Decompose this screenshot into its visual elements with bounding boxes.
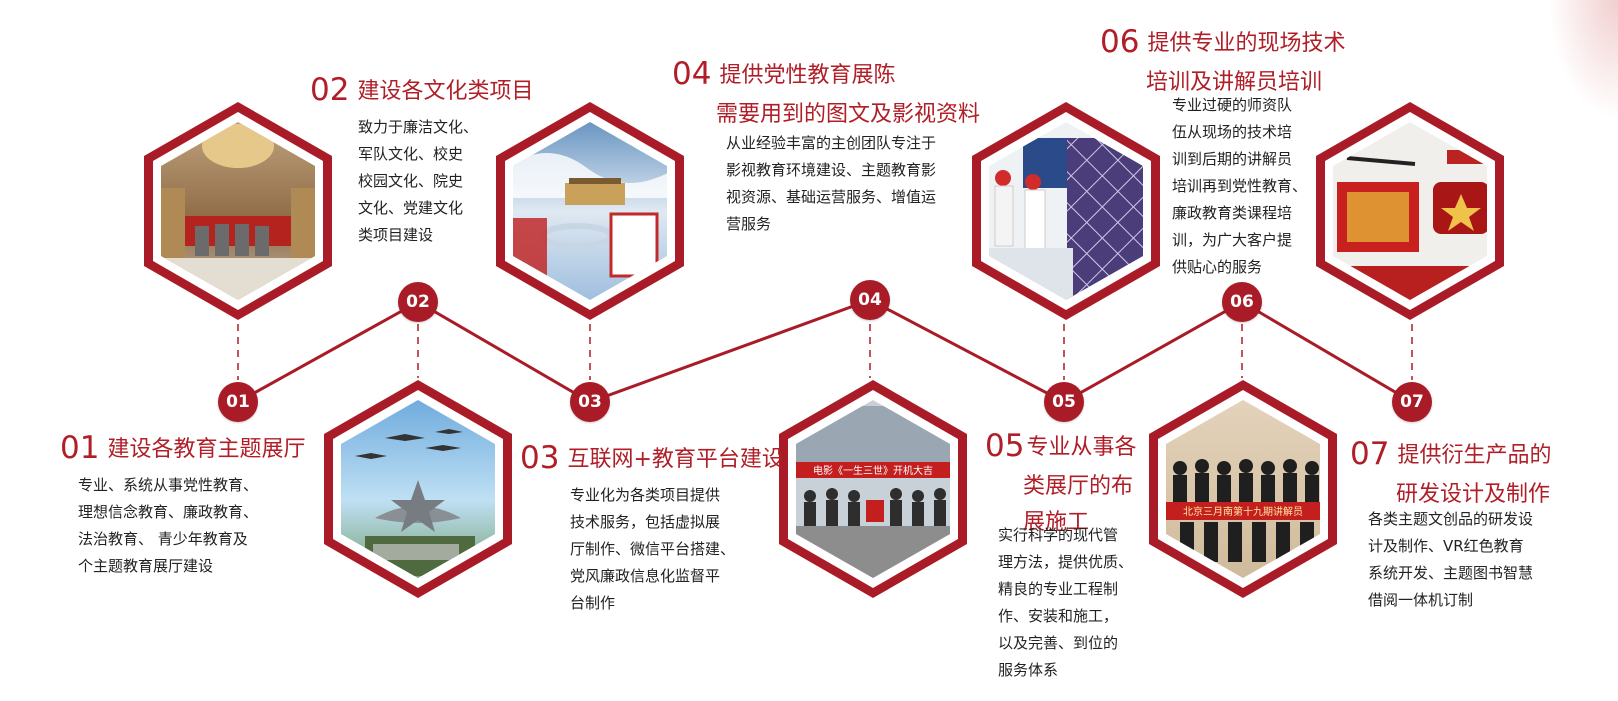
item-05-title: 05专业从事各 类展厅的布 展施工: [985, 428, 1136, 536]
item-05-title-text: 专业从事各: [1026, 435, 1137, 460]
item-06-number: 06: [1100, 24, 1140, 60]
item-06-description: 专业过硬的师资队伍从现场的技术培 训到后期的讲解员培训再到党性教育、 廉政教育类…: [1172, 96, 1308, 276]
item-06-title-text: 提供专业的现场技术: [1147, 31, 1346, 56]
node-02: 02: [398, 282, 438, 322]
node-05: 05: [1044, 382, 1084, 422]
item-01-description: 专业、系统从事党性教育、理想信念教育、廉政教育、 法治教育、 青少年教育及个主题…: [78, 476, 259, 575]
hex-photo-04: [1307, 98, 1513, 324]
item-03-title-text: 互联网+教育平台建设: [567, 447, 784, 472]
hex-06-photo-caption: 电影《一生三世》开机大吉: [813, 464, 933, 477]
node-04: 04: [850, 280, 890, 320]
item-04-title-line2: 需要用到的图文及影视资料: [716, 102, 981, 127]
item-06-title: 06 提供专业的现场技术 培训及讲解员培训: [1100, 24, 1345, 96]
item-03-description: 专业化为各类项目提供技术服务，包括虚拟展 厅制作、微信平台搭建、党风廉政信息化监…: [570, 486, 736, 612]
item-03-title: 03 互联网+教育平台建设: [520, 440, 784, 476]
item-04-title-text: 提供党性教育展陈: [719, 63, 896, 88]
hex-photo-01: [135, 98, 341, 324]
hex-07-photo-caption: 北京三月南第十九期讲解员: [1183, 505, 1303, 518]
item-05-number: 05: [985, 428, 1025, 464]
item-01-title: 01 建设各教育主题展厅: [60, 430, 305, 466]
hex-photo-02: [487, 98, 693, 324]
item-07-title-line2: 研发设计及制作: [1396, 482, 1551, 507]
item-07-title-text: 提供衍生产品的: [1397, 443, 1552, 468]
dashed-guides: [237, 324, 1413, 380]
item-04-description: 从业经验丰富的主创团队专注于影视教育环境建设、主题教育影 视资源、基础运营服务、…: [726, 134, 937, 233]
item-07-title: 07 提供衍生产品的 研发设计及制作: [1350, 436, 1551, 508]
node-01: 01: [218, 382, 258, 422]
node-06: 06: [1222, 282, 1262, 322]
item-07-number: 07: [1350, 436, 1390, 472]
item-02-title-text: 建设各文化类项目: [357, 79, 534, 104]
item-05-title-line3: 展施工: [1023, 510, 1090, 535]
hex-photo-05: [315, 376, 521, 602]
item-01-number: 01: [60, 430, 100, 466]
corner-decoration: [1548, 0, 1618, 120]
item-02-title: 02 建设各文化类项目: [310, 72, 533, 108]
item-01-title-text: 建设各教育主题展厅: [107, 437, 306, 462]
item-02-description: 致力于廉洁文化、军队文化、校史 校园文化、院史文化、党建文化 类项目建设: [358, 118, 479, 244]
node-03: 03: [570, 382, 610, 422]
item-07-description: 各类主题文创品的研发设计及制作、VR红色教育 系统开发、主题图书智慧借阅一体机订…: [1368, 510, 1534, 609]
item-05-description: 实行科学的现代管理方法，提供优质、 精良的专业工程制作、安装和施工， 以及完善、…: [998, 526, 1134, 679]
item-04-number: 04: [672, 56, 712, 92]
hex-photo-03: [963, 98, 1169, 324]
item-06-title-line2: 培训及讲解员培训: [1146, 70, 1323, 95]
item-03-number: 03: [520, 440, 560, 476]
hex-photo-06: 电影《一生三世》开机大吉: [770, 376, 976, 602]
item-02-number: 02: [310, 72, 350, 108]
node-07: 07: [1392, 382, 1432, 422]
item-05-title-line2: 类展厅的布: [1023, 474, 1134, 499]
hex-photo-07: 北京三月南第十九期讲解员: [1140, 376, 1346, 602]
item-04-title: 04 提供党性教育展陈 需要用到的图文及影视资料: [672, 56, 980, 128]
